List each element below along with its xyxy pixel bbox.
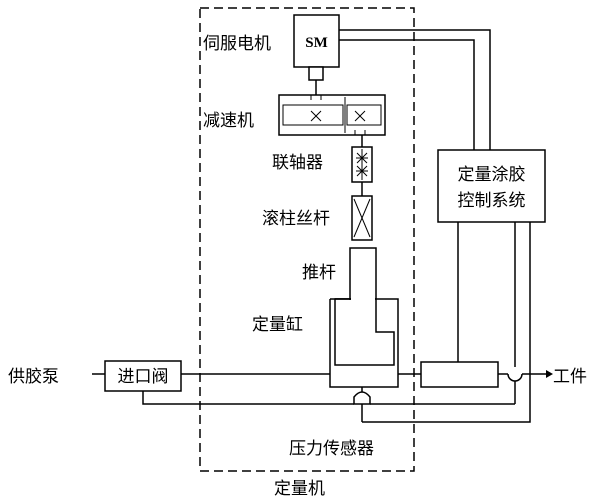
- motor-shaft-block: [308, 66, 324, 81]
- reducer-box: [278, 94, 386, 136]
- sm-label: SM: [305, 35, 328, 51]
- line-crossing-bridge: [507, 373, 523, 382]
- coupling-star-2: [356, 165, 368, 177]
- motor-signal-line-inner: [339, 39, 475, 150]
- signal-line-pressure-feedback: [362, 222, 531, 423]
- cylinder-piston-cover: [351, 297, 375, 301]
- pressure-sensor-label: 压力传感器: [289, 439, 374, 459]
- controller-label-line1: 定量涂胶: [458, 165, 526, 185]
- reducer-bearing-x1: [310, 110, 322, 122]
- controller-box: [437, 149, 546, 223]
- push-rod-label: 推杆: [302, 263, 336, 283]
- ball-screw-cross-2: [353, 198, 371, 238]
- reducer-bearing-x2: [354, 110, 366, 122]
- servo-motor-box: [293, 14, 340, 68]
- push-rod: [349, 247, 377, 300]
- pressure-sensor: [353, 391, 371, 405]
- controller-label-line2: 控制系统: [458, 191, 526, 211]
- coupling-label: 联轴器: [272, 153, 323, 173]
- reducer-gear-left: [282, 104, 344, 126]
- machine-label: 定量机: [274, 479, 325, 499]
- coupling-star-1: [356, 152, 368, 164]
- outlet-valve-box: [420, 361, 499, 388]
- servo-motor-label: 伺服电机: [203, 34, 271, 54]
- cylinder-label: 定量缸: [252, 314, 303, 335]
- supply-pump-label: 供胶泵: [8, 367, 59, 387]
- glue-arrow-to-workpiece: [546, 370, 553, 378]
- ball-screw-label: 滚柱丝杆: [262, 209, 330, 229]
- inlet-valve-box: [104, 360, 182, 392]
- inlet-valve-label: 进口阀: [118, 367, 169, 387]
- reducer-label: 减速机: [203, 111, 254, 131]
- signal-line-to-inlet-valve: [142, 391, 354, 405]
- reducer-gear-right: [346, 104, 382, 126]
- motor-signal-line-outer: [339, 29, 491, 150]
- cylinder-piston: [334, 298, 395, 366]
- machine-boundary: [199, 7, 415, 472]
- workpiece-label: 工件: [553, 367, 587, 387]
